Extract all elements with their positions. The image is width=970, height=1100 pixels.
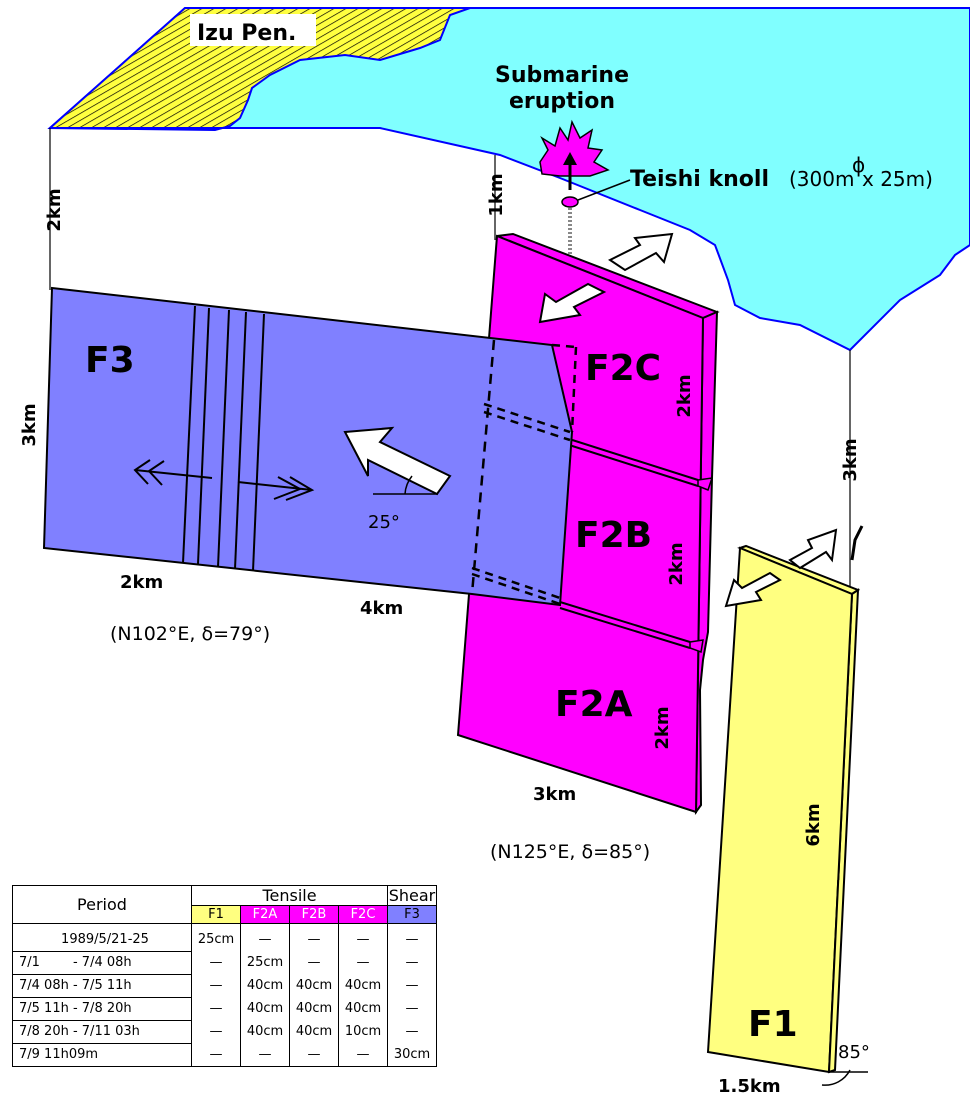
value-cell: — bbox=[338, 951, 388, 974]
value-cell: 10cm bbox=[338, 1020, 388, 1043]
f2-opening-arrow-in bbox=[538, 282, 607, 324]
value-cell: — bbox=[289, 1043, 339, 1067]
value-cell: 40cm bbox=[240, 997, 290, 1020]
label-f2b: F2B bbox=[575, 515, 652, 556]
angle-f3: 25° bbox=[368, 512, 400, 533]
value-cell: — bbox=[191, 951, 241, 974]
value-cell: — bbox=[191, 1043, 241, 1067]
f1-arrow-stub bbox=[850, 525, 864, 561]
orient-f3: (N102°E, δ=79°) bbox=[110, 623, 270, 645]
value-cell: 40cm bbox=[289, 997, 339, 1020]
f1-opening-arrow-in bbox=[724, 571, 782, 608]
dim-label-f3-2km: 2km bbox=[120, 572, 163, 593]
dim-label-1km: 1km bbox=[486, 173, 507, 216]
dim-label-2km-left: 2km bbox=[44, 188, 65, 231]
fault-f3-block bbox=[42, 286, 578, 607]
eruption-label-line1: Submarine bbox=[495, 63, 629, 88]
col-header-f2a: F2A bbox=[240, 905, 290, 924]
knoll-size-a: (300m bbox=[789, 167, 854, 191]
diagram-canvas-lower: F1 85° 1.5km bbox=[706, 880, 870, 1097]
value-cell: — bbox=[191, 997, 241, 1020]
f1-opening-arrow-out bbox=[788, 528, 838, 570]
period-cell: 7/5 11h - 7/8 20h bbox=[12, 996, 192, 1021]
eruption-plume-icon bbox=[539, 119, 610, 177]
knoll-size-phi: ϕ bbox=[852, 153, 865, 177]
value-cell: 40cm bbox=[338, 997, 388, 1020]
value-cell: — bbox=[387, 951, 437, 974]
orient-f2: (N125°E, δ=85°) bbox=[490, 841, 650, 863]
f3-shear-arrow bbox=[343, 426, 452, 496]
value-cell: — bbox=[289, 923, 339, 951]
table-row: 7/8 20h - 7/11 03h — 40cm 40cm 10cm — bbox=[12, 1019, 437, 1044]
dim-label-f3-4km: 4km bbox=[360, 598, 403, 619]
period-header: Period bbox=[12, 885, 192, 924]
col-header-f1: F1 bbox=[191, 905, 241, 924]
value-cell: 40cm bbox=[289, 974, 339, 997]
period-cell: 7/4 08h - 7/5 11h bbox=[12, 973, 192, 998]
value-cell: — bbox=[338, 1043, 388, 1067]
value-cell: 40cm bbox=[240, 1020, 290, 1043]
label-f3: F3 bbox=[85, 340, 135, 381]
value-cell: — bbox=[387, 974, 437, 997]
sea-area bbox=[47, 7, 970, 352]
label-f1-lower: F1 bbox=[748, 1004, 798, 1045]
value-cell: 25cm bbox=[191, 923, 241, 951]
col-header-f3: F3 bbox=[387, 905, 437, 924]
angle-f1: 85° bbox=[838, 1042, 870, 1063]
table-row: 1989/5/21-25 25cm — — — — bbox=[12, 923, 437, 952]
table-row: 7/5 11h - 7/8 20h — 40cm 40cm 40cm — bbox=[12, 996, 437, 1021]
izu-peninsula-land bbox=[47, 7, 471, 132]
value-cell: — bbox=[289, 951, 339, 974]
eruption-label-line2: eruption bbox=[509, 89, 615, 114]
peninsula-label: Izu Pen. bbox=[197, 21, 296, 46]
dim-label-3km-right: 3km bbox=[840, 438, 861, 481]
knoll-name: Teishi knoll bbox=[630, 167, 769, 192]
value-cell: — bbox=[387, 923, 437, 951]
fault-f1-block-lower bbox=[706, 880, 846, 1074]
table-row: 7/4 08h - 7/5 11h — 40cm 40cm 40cm — bbox=[12, 973, 437, 998]
value-cell: — bbox=[240, 1043, 290, 1067]
value-cell: 40cm bbox=[338, 974, 388, 997]
label-f2c: F2C bbox=[585, 348, 661, 389]
dim-label-f2-3km: 3km bbox=[533, 784, 576, 805]
value-cell: — bbox=[191, 1020, 241, 1043]
dim-label-f2c: 2km bbox=[674, 374, 695, 417]
tensile-header: Tensile bbox=[191, 885, 388, 906]
value-cell: — bbox=[240, 923, 290, 951]
slip-history-table: Period Tensile Shear F1 F2A F2B F2C F3 1… bbox=[12, 885, 437, 1067]
f2-opening-arrow-out bbox=[608, 232, 674, 272]
dim-label-3km-left: 3km bbox=[19, 403, 40, 446]
label-f2a: F2A bbox=[555, 684, 633, 725]
dim-label-f2b: 2km bbox=[666, 542, 687, 585]
table-row: 7/9 11h09m — — — — 30cm bbox=[12, 1042, 437, 1067]
value-cell: 40cm bbox=[240, 974, 290, 997]
dim-label-f2a: 2km bbox=[652, 706, 673, 749]
f3-angle-arc bbox=[404, 475, 413, 495]
knoll-size-b: x 25m) bbox=[862, 167, 933, 191]
diagram-canvas: Izu Pen. Submarine eruption Teishi knoll… bbox=[19, 7, 970, 1074]
dim-label-f1-length: 6km bbox=[803, 803, 824, 846]
value-cell: — bbox=[338, 923, 388, 951]
col-header-f2b: F2B bbox=[289, 905, 339, 924]
period-cell: 7/9 11h09m bbox=[12, 1042, 192, 1067]
value-cell: — bbox=[191, 974, 241, 997]
period-cell: 7/1 - 7/4 08h bbox=[12, 950, 192, 975]
period-cell: 7/8 20h - 7/11 03h bbox=[12, 1019, 192, 1044]
peninsula-label-box bbox=[190, 14, 316, 46]
period-cell: 1989/5/21-25 bbox=[12, 923, 192, 952]
value-cell: — bbox=[387, 1020, 437, 1043]
value-cell: — bbox=[387, 997, 437, 1020]
f3-opening-arrows bbox=[133, 459, 315, 501]
value-cell: 25cm bbox=[240, 951, 290, 974]
value-cell: 40cm bbox=[289, 1020, 339, 1043]
shear-header: Shear bbox=[387, 885, 437, 906]
dim-label-f1-width: 1.5km bbox=[718, 1076, 781, 1097]
table-row: 7/1 - 7/4 08h — 25cm — — — bbox=[12, 950, 437, 975]
f1-angle-arc bbox=[821, 1069, 851, 1086]
col-header-f2c: F2C bbox=[338, 905, 388, 924]
teishi-knoll-marker bbox=[561, 196, 579, 208]
value-cell: 30cm bbox=[387, 1043, 437, 1067]
